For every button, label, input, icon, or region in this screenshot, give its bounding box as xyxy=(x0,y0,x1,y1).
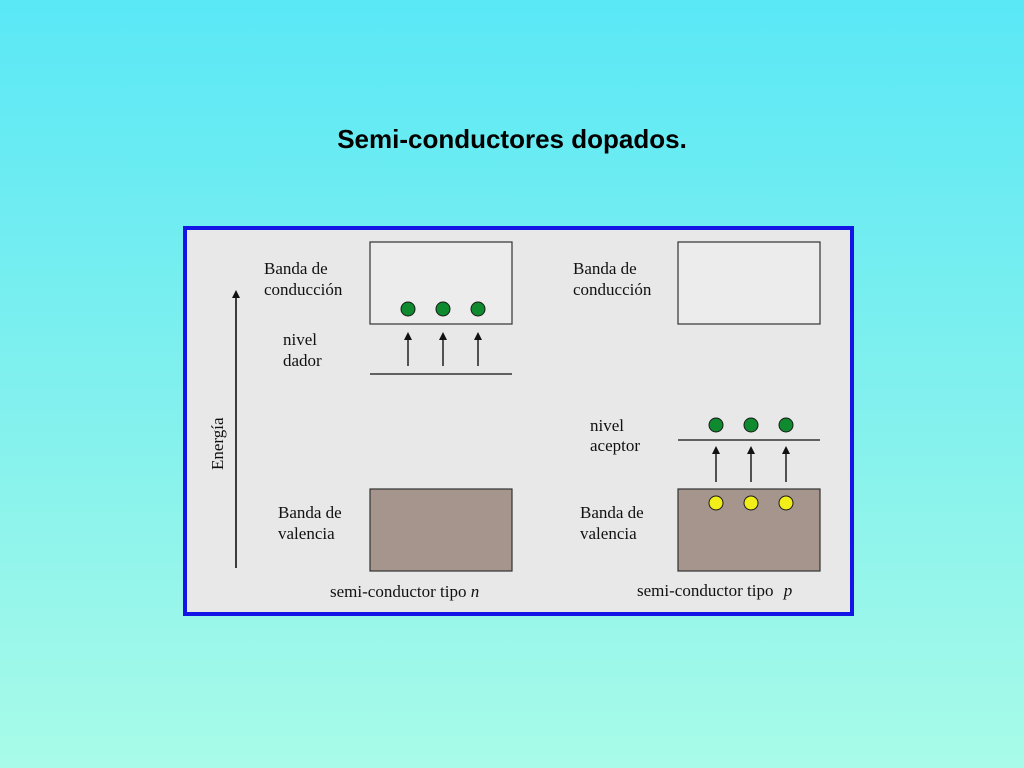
p-excitation-arrows xyxy=(712,446,790,482)
p-valence-label-line2: valencia xyxy=(580,524,637,543)
p-conduction-label-line2: conducción xyxy=(573,280,652,299)
p-electron-dot xyxy=(708,417,724,433)
n-level-label-line2: dador xyxy=(283,351,322,370)
n-conduction-label-line2: conducción xyxy=(264,280,343,299)
p-conduction-label-line1: Banda de xyxy=(573,259,637,278)
n-excitation-arrows xyxy=(404,332,482,366)
n-valence-label-line2: valencia xyxy=(278,524,335,543)
p-caption-prefix: semi-conductor tipo xyxy=(637,581,778,600)
p-electron-dot xyxy=(778,417,794,433)
n-conduction-label-line1: Banda de xyxy=(264,259,328,278)
p-electron-dot xyxy=(743,417,759,433)
p-electrons xyxy=(708,417,794,433)
energy-axis-label: Energía xyxy=(208,417,227,470)
slide-title: Semi-conductores dopados. xyxy=(337,124,687,154)
p-valence-label-line1: Banda de xyxy=(580,503,644,522)
p-level-label-line1: nivel xyxy=(590,416,624,435)
p-hole-dot xyxy=(708,495,724,511)
p-caption-type: p xyxy=(783,581,793,600)
n-valence-label-line1: Banda de xyxy=(278,503,342,522)
n-caption-type: n xyxy=(471,582,480,601)
n-caption-prefix: semi-conductor tipo xyxy=(330,582,471,601)
p-hole-dot xyxy=(778,495,794,511)
band-diagram: Energía Banda de conducción nivel dador … xyxy=(208,241,821,601)
p-level-label-line2: aceptor xyxy=(590,436,640,455)
n-level-label-line1: nivel xyxy=(283,330,317,349)
p-hole-dot xyxy=(743,495,759,511)
n-caption: semi-conductor tipo n xyxy=(330,582,479,601)
n-electron-dot xyxy=(435,301,451,317)
p-caption: semi-conductor tipo p xyxy=(637,581,792,600)
n-valence-band xyxy=(369,488,513,572)
diagram-frame: Energía Banda de conducción nivel dador … xyxy=(183,226,854,616)
n-conduction-band xyxy=(369,241,513,325)
n-electrons xyxy=(400,301,486,317)
p-holes xyxy=(708,495,794,511)
p-conduction-band xyxy=(677,241,821,325)
n-electron-dot xyxy=(470,301,486,317)
n-electron-dot xyxy=(400,301,416,317)
